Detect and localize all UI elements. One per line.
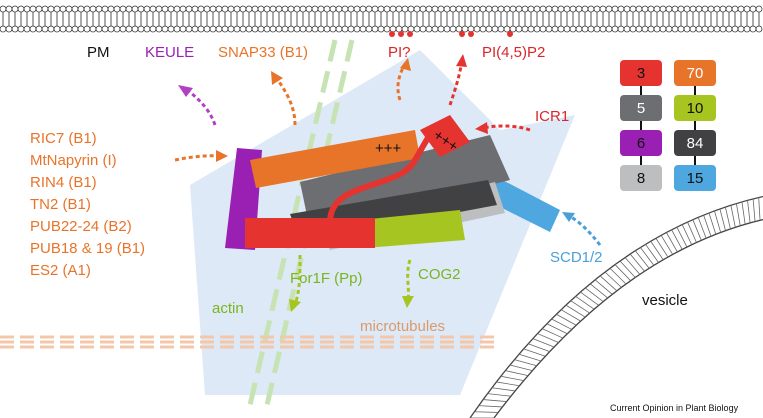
interactor-item: TN2 (B1) [30, 196, 91, 213]
legend-swatch [620, 60, 662, 86]
interaction-arrows [174, 54, 602, 312]
legend-swatch [620, 95, 662, 121]
actin-label: actin [212, 300, 244, 317]
interactor-item: PUB18 & 19 (B1) [30, 240, 145, 257]
cog2-label: COG2 [418, 266, 461, 283]
interactor-item: ES2 (A1) [30, 262, 91, 279]
microtubules-label: microtubules [360, 318, 445, 335]
subunit-red [245, 218, 375, 248]
vesicle-membrane [469, 195, 763, 418]
legend-swatch [674, 165, 716, 191]
plasma-membrane [0, 4, 763, 34]
credit-label: Current Opinion in Plant Biology [610, 403, 739, 413]
interactor-list: RIC7 (B1) MtNapyrin (I) RIN4 (B1) TN2 (B… [30, 130, 145, 279]
subunit-red-head [420, 115, 470, 157]
icr1-label: ICR1 [535, 108, 569, 125]
legend-swatch [620, 130, 662, 156]
legend-value: 6 [637, 135, 645, 152]
legend-value: 70 [687, 65, 704, 82]
scd-label: SCD1/2 [550, 249, 603, 266]
legend-value: 5 [637, 100, 645, 117]
interactor-item: RIC7 (B1) [30, 130, 97, 147]
snap33-label: SNAP33 (B1) [218, 44, 308, 61]
legend-value: 84 [687, 135, 704, 152]
microtubule-filament [0, 335, 500, 349]
interactor-item: PUB22-24 (B2) [30, 218, 132, 235]
legend-swatch [674, 95, 716, 121]
pm-label: PM [87, 44, 110, 61]
exocyst-complex [225, 115, 560, 250]
lipid-marks [389, 31, 513, 37]
legend-swatch [674, 60, 716, 86]
keule-label: KEULE [145, 44, 194, 61]
subunit-legend: 3 70 5 10 6 84 8 15 [620, 60, 716, 191]
vesicle-label: vesicle [642, 292, 688, 309]
legend-value: 10 [687, 100, 704, 117]
interactor-item: MtNapyrin (I) [30, 152, 117, 169]
for1f-label: For1F (Pp) [290, 270, 363, 287]
legend-swatch [674, 130, 716, 156]
legend-value: 15 [687, 170, 704, 187]
charge-label-orange: +++ [375, 140, 402, 157]
subunit-blue [478, 172, 560, 232]
pi-label: PI? [388, 44, 411, 61]
interactor-item: RIN4 (B1) [30, 174, 97, 191]
legend-value: 8 [637, 170, 645, 187]
subunit-orange [250, 130, 420, 188]
subunit-green [360, 210, 465, 248]
pip2-label: PI(4,5)P2 [482, 44, 545, 61]
legend-swatch [620, 165, 662, 191]
legend-value: 3 [637, 65, 645, 82]
